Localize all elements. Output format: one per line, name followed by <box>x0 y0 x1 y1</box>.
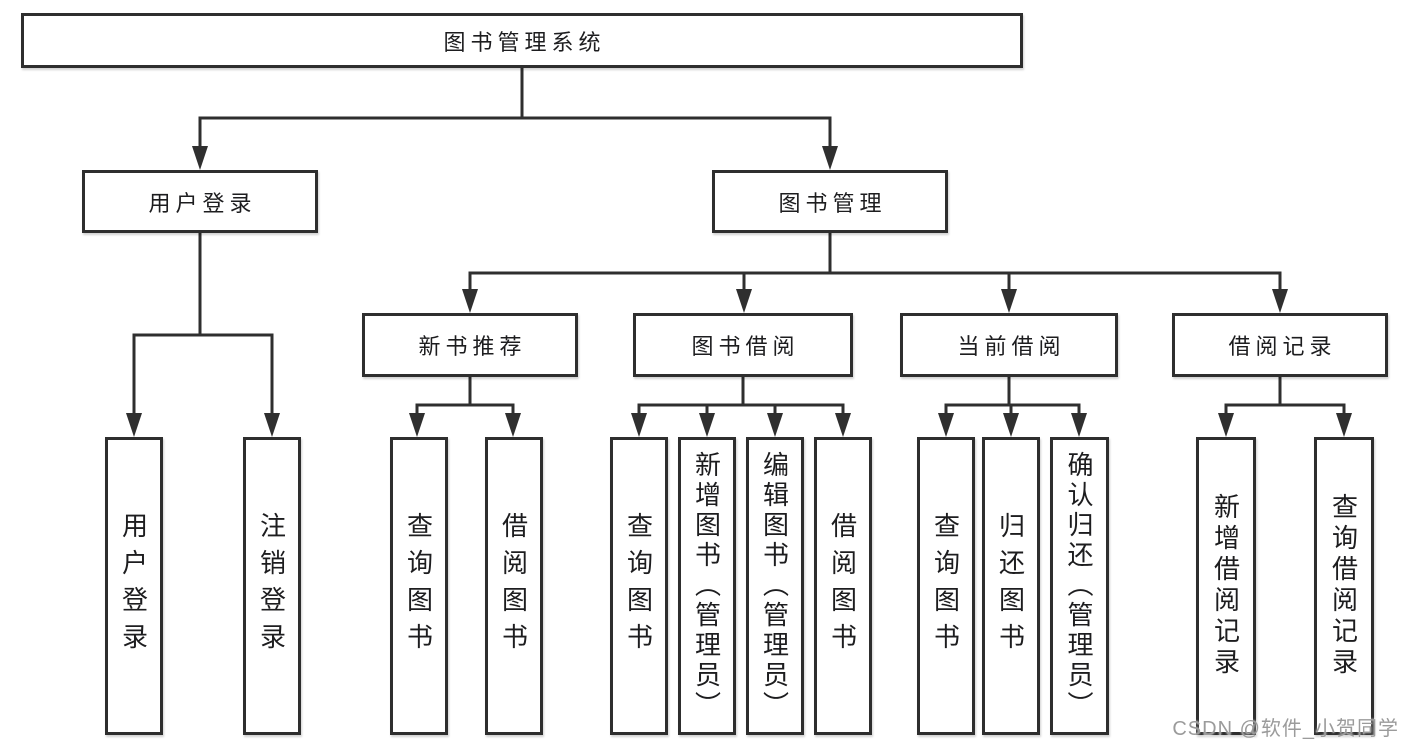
arrowhead-icon <box>462 289 478 313</box>
leaf-label: 确认归还（管理员） <box>1064 451 1094 721</box>
leaf-label: 新增图书（管理员） <box>691 451 722 721</box>
arrowhead-icon <box>409 413 425 437</box>
node-book-borrow: 图书借阅 <box>633 313 853 377</box>
arrowhead-icon <box>1003 413 1019 437</box>
leaf-label: 查询图书 <box>623 512 654 660</box>
leaf-add-books-admin: 新增图书（管理员） <box>678 437 736 735</box>
arrowhead-icon <box>505 413 521 437</box>
leaf-user-login: 用户登录 <box>105 437 163 735</box>
leaf-query-borrow-record: 查询借阅记录 <box>1314 437 1374 735</box>
leaf-borrow-books: 借阅图书 <box>485 437 543 735</box>
leaf-query-books: 查询图书 <box>917 437 975 735</box>
leaf-query-books: 查询图书 <box>610 437 668 735</box>
arrowhead-icon <box>938 413 954 437</box>
leaf-confirm-return-admin: 确认归还（管理员） <box>1050 437 1109 735</box>
arrowhead-icon <box>767 413 783 437</box>
leaf-label: 借阅图书 <box>827 512 858 660</box>
leaf-label: 查询借阅记录 <box>1328 493 1359 679</box>
arrowhead-icon <box>1071 413 1087 437</box>
leaf-label: 用户登录 <box>118 512 149 660</box>
arrowhead-icon <box>126 413 142 437</box>
connector-arrowheads <box>126 146 1352 437</box>
arrowhead-icon <box>1218 413 1234 437</box>
arrowhead-icon <box>631 413 647 437</box>
leaf-query-books: 查询图书 <box>390 437 448 735</box>
leaf-borrow-books: 借阅图书 <box>814 437 872 735</box>
arrowhead-icon <box>822 146 838 170</box>
leaf-return-books: 归还图书 <box>982 437 1040 735</box>
arrowhead-icon <box>1001 289 1017 313</box>
leaf-logout-login: 注销登录 <box>243 437 301 735</box>
arrowhead-icon <box>264 413 280 437</box>
leaf-label: 查询图书 <box>403 512 434 660</box>
leaf-label: 编辑图书（管理员） <box>759 451 790 721</box>
leaf-edit-books-admin: 编辑图书（管理员） <box>746 437 804 735</box>
arrowhead-icon <box>835 413 851 437</box>
leaf-label: 归还图书 <box>995 512 1026 660</box>
csdn-watermark: CSDN @软件_小贺同学 <box>1172 718 1399 740</box>
arrowhead-icon <box>699 413 715 437</box>
node-borrow-records: 借阅记录 <box>1172 313 1388 377</box>
node-book-management: 图书管理 <box>712 170 948 233</box>
leaf-label: 新增借阅记录 <box>1210 493 1241 679</box>
leaf-label: 注销登录 <box>256 512 287 660</box>
node-user-login: 用户登录 <box>82 170 318 233</box>
node-new-book-recommend: 新书推荐 <box>362 313 578 377</box>
connector-edges <box>132 68 1346 417</box>
node-library-management-system: 图书管理系统 <box>21 13 1023 68</box>
arrowhead-icon <box>1272 289 1288 313</box>
arrowhead-icon <box>736 289 752 313</box>
leaf-label: 查询图书 <box>930 512 961 660</box>
arrowhead-icon <box>1336 413 1352 437</box>
leaf-add-borrow-record: 新增借阅记录 <box>1196 437 1256 735</box>
leaf-label: 借阅图书 <box>498 512 529 660</box>
arrowhead-icon <box>192 146 208 170</box>
node-current-borrow: 当前借阅 <box>900 313 1118 377</box>
